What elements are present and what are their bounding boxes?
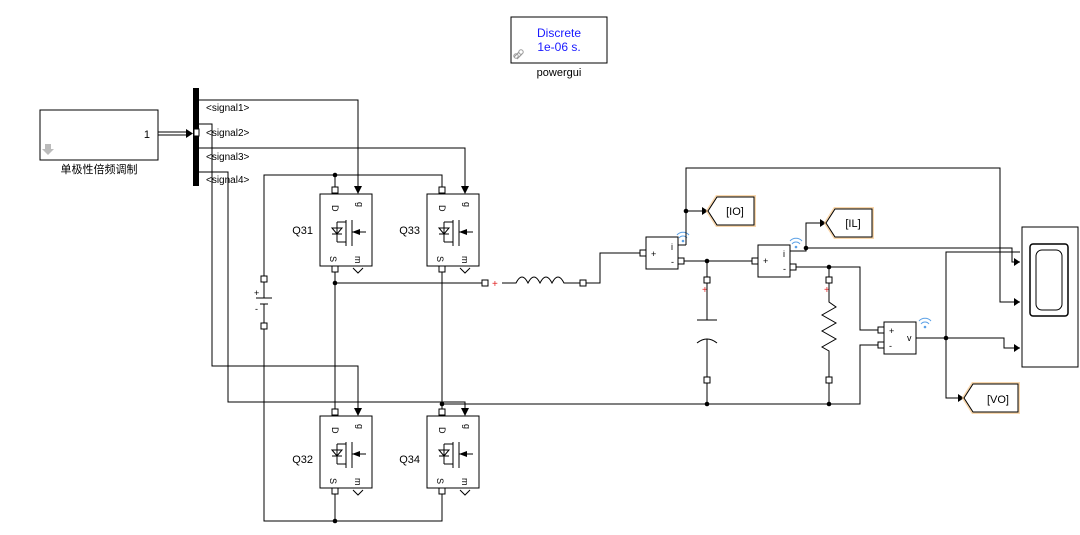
wireless-icon [789,237,803,249]
bridge-wiring [263,172,829,524]
q31-pin-g: g [355,202,365,207]
q34-pin-s: S [435,478,445,484]
q34-pin-g: g [462,424,472,429]
vs-plus: + [889,326,894,336]
goto-io-label: [IO] [726,206,744,218]
mosfet-q33[interactable]: D g S m [426,186,480,274]
vs-minus: - [889,341,892,351]
q31-label: Q31 [292,225,313,237]
current-sensor-2[interactable]: + - i [751,237,803,278]
q34-label: Q34 [399,454,420,466]
capacitor[interactable]: + [696,276,718,384]
q31-pin-m: m [353,256,363,264]
cs1-out: i [671,242,673,252]
cs2-plus: + [763,256,768,266]
vs-out: v [907,333,912,343]
mosfet-q34[interactable]: D g S m [426,408,480,496]
q32-label: Q32 [292,454,313,466]
q32-pin-m: m [353,478,363,486]
bus-signal-2: <signal2> [206,128,250,139]
mosfet-q31[interactable]: D g S m [319,186,373,274]
powergui-mode: Discrete [537,26,581,40]
q31-pin-d: D [330,205,340,212]
mosfet-symbol-icon [437,442,473,468]
dc-voltage-source[interactable]: + - [254,275,272,330]
q32-pin-g: g [355,424,365,429]
signal-wires [199,99,469,416]
powergui-sample-time: 1e-06 s. [537,40,580,54]
dc-minus-label: - [255,304,258,314]
modulator-port-label: 1 [144,129,150,141]
down-arrow-icon [42,144,54,155]
resistor-plus-mark: + [824,285,830,296]
voltage-sensor[interactable]: + - v [877,317,932,355]
goto-vo[interactable]: [VO] [961,382,1020,414]
dc-plus-label: + [254,288,259,298]
mosfet-symbol-icon [330,220,366,246]
capacitor-plus-mark: + [702,285,708,296]
goto-il-label: [IL] [845,218,860,230]
bus-signal-1: <signal1> [206,103,250,114]
cs1-minus: - [671,257,674,267]
resistor[interactable]: + [820,276,838,384]
cs2-out: i [783,249,785,259]
link-icon [513,49,524,60]
q33-pin-d: D [437,205,447,212]
cs2-minus: - [783,264,786,274]
goto-vo-label: [VO] [987,394,1009,406]
inductor[interactable]: + [481,276,587,290]
q34-pin-m: m [460,478,470,486]
cs1-plus: + [651,249,656,259]
bus-selector[interactable] [193,88,200,186]
wireless-icon [676,231,690,243]
wireless-icon [918,317,932,329]
modulator-subsystem[interactable]: 1 单极性倍频调制 [39,109,159,176]
q33-pin-g: g [462,202,472,207]
q31-pin-s: S [328,256,338,262]
mosfet-symbol-icon [437,220,473,246]
inductor-plus-mark: + [492,279,498,290]
current-sensor-1[interactable]: + - i [639,231,690,270]
powergui-block[interactable]: Discrete 1e-06 s. powergui [510,16,608,79]
mosfet-q32[interactable]: D g S m [319,408,373,496]
q34-pin-d: D [437,427,447,434]
q33-label: Q33 [399,225,420,237]
scope-block[interactable] [1014,226,1079,368]
bus-signal-3: <signal3> [206,152,250,163]
modulator-label: 单极性倍频调制 [61,162,138,176]
mosfet-symbol-icon [330,442,366,468]
powergui-label: powergui [537,67,582,79]
goto-io[interactable]: [IO] [705,195,756,227]
goto-il[interactable]: [IL] [823,207,874,239]
q32-pin-s: S [328,478,338,484]
q33-pin-m: m [460,256,470,264]
q33-pin-s: S [435,256,445,262]
q32-pin-d: D [330,427,340,434]
